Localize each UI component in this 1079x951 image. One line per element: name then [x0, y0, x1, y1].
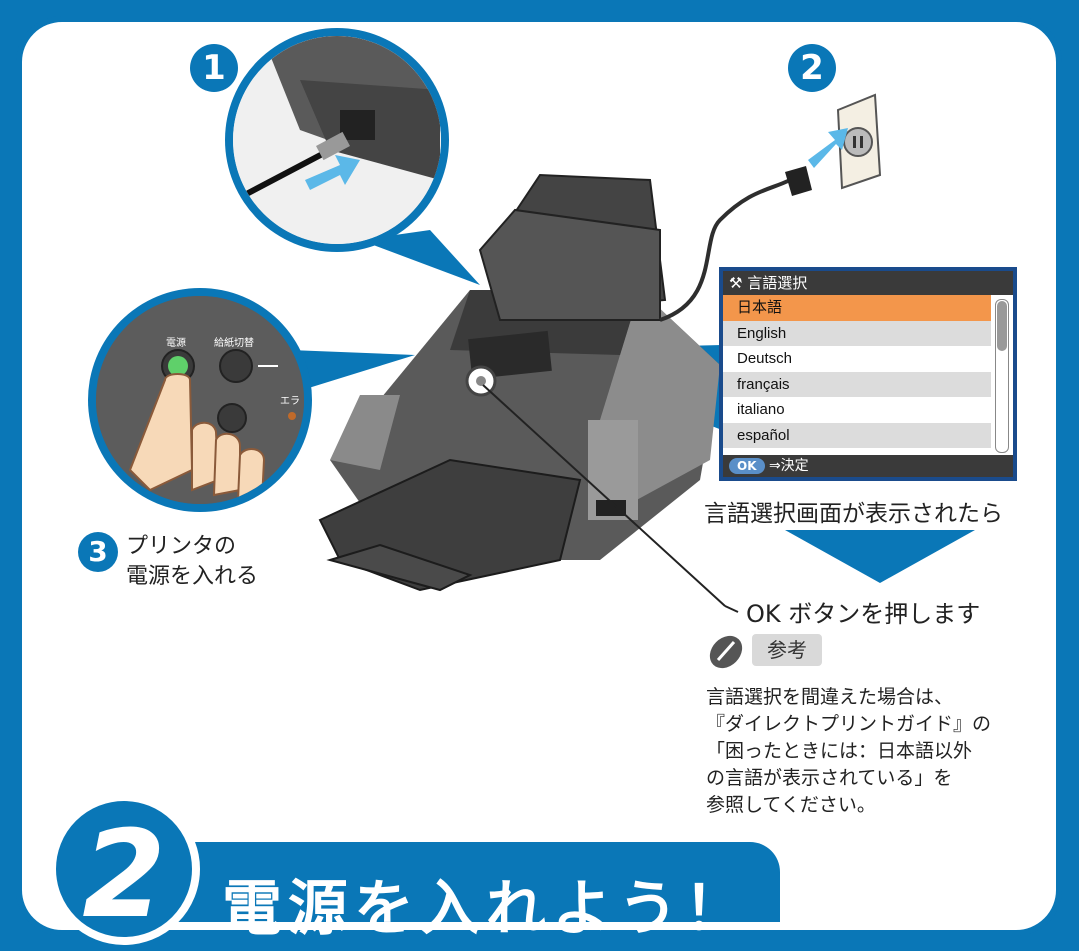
wall-outlet — [836, 93, 882, 190]
down-arrow — [785, 530, 975, 583]
lcd-title: 言語選択 — [747, 274, 808, 292]
lcd-footer-text: ⇒決定 — [768, 458, 809, 474]
paperclip-icon — [709, 635, 743, 669]
note-line-1: 言語選択を間違えた場合は、 — [706, 686, 954, 708]
lcd-item-spanish[interactable]: español — [723, 422, 991, 448]
lang-screen-caption: 言語選択画面が表示されたら — [704, 501, 1003, 527]
ok-pointer-line — [482, 384, 726, 607]
tools-icon: ⚒ — [729, 274, 743, 292]
note-line-5: 参照してください。 — [706, 794, 876, 816]
lcd-language-screen: ⚒ 言語選択 日本語 English Deutsch français ital… — [719, 267, 1017, 481]
note-body: 言語選択を間違えた場合は、 『ダイレクトプリントガイド』の 「困ったときには：日… — [706, 684, 991, 819]
power-plug — [785, 166, 812, 196]
power-label: 電源 — [166, 338, 186, 349]
printer-body — [318, 173, 720, 592]
zoom-circle-usb — [225, 28, 449, 252]
step-3-line-2: 電源を入れる — [126, 564, 259, 589]
step-3-line-1: プリンタの — [126, 534, 237, 559]
note-line-2: 『ダイレクトプリントガイド』の — [706, 713, 992, 735]
callout-wedge-1 — [360, 230, 480, 285]
zoom-circle-power — [88, 288, 312, 512]
lcd-title-bar: ⚒ 言語選択 — [723, 271, 1013, 295]
section-title: 電源を入れよう！ — [222, 874, 750, 944]
section-number: 2 — [48, 793, 200, 945]
ok-press-caption: OK ボタンを押します — [746, 600, 981, 628]
lcd-item-french[interactable]: français — [723, 371, 991, 397]
lcd-scrollbar[interactable] — [995, 299, 1009, 453]
ok-pill: OK — [729, 458, 765, 474]
note-line-4: の言語が表示されている」を — [706, 767, 953, 789]
lcd-scroll-thumb[interactable] — [997, 301, 1007, 351]
lcd-item-japanese[interactable]: 日本語 — [723, 295, 991, 321]
power-cord — [659, 178, 791, 322]
feed-switch-label: 給紙切替 — [214, 338, 254, 349]
printer-illustration — [88, 28, 975, 613]
step-2-badge: 2 — [788, 44, 836, 92]
error-label: エラ — [280, 396, 300, 407]
lcd-item-english[interactable]: English — [723, 320, 991, 346]
lcd-item-german[interactable]: Deutsch — [737, 350, 793, 367]
step-3-badge: 3 — [78, 532, 118, 572]
step-1-badge: 1 — [190, 44, 238, 92]
note-label: 参考 — [752, 634, 822, 666]
lcd-footer: OK ⇒決定 — [723, 455, 1013, 477]
plug-arrow — [808, 128, 848, 168]
step-3-text: プリンタの 電源を入れる — [126, 532, 258, 592]
note-line-3: 「困ったときには：日本語以外 — [706, 740, 973, 762]
note-header: 参考 — [704, 630, 824, 672]
lcd-item-italian[interactable]: italiano — [737, 401, 785, 418]
